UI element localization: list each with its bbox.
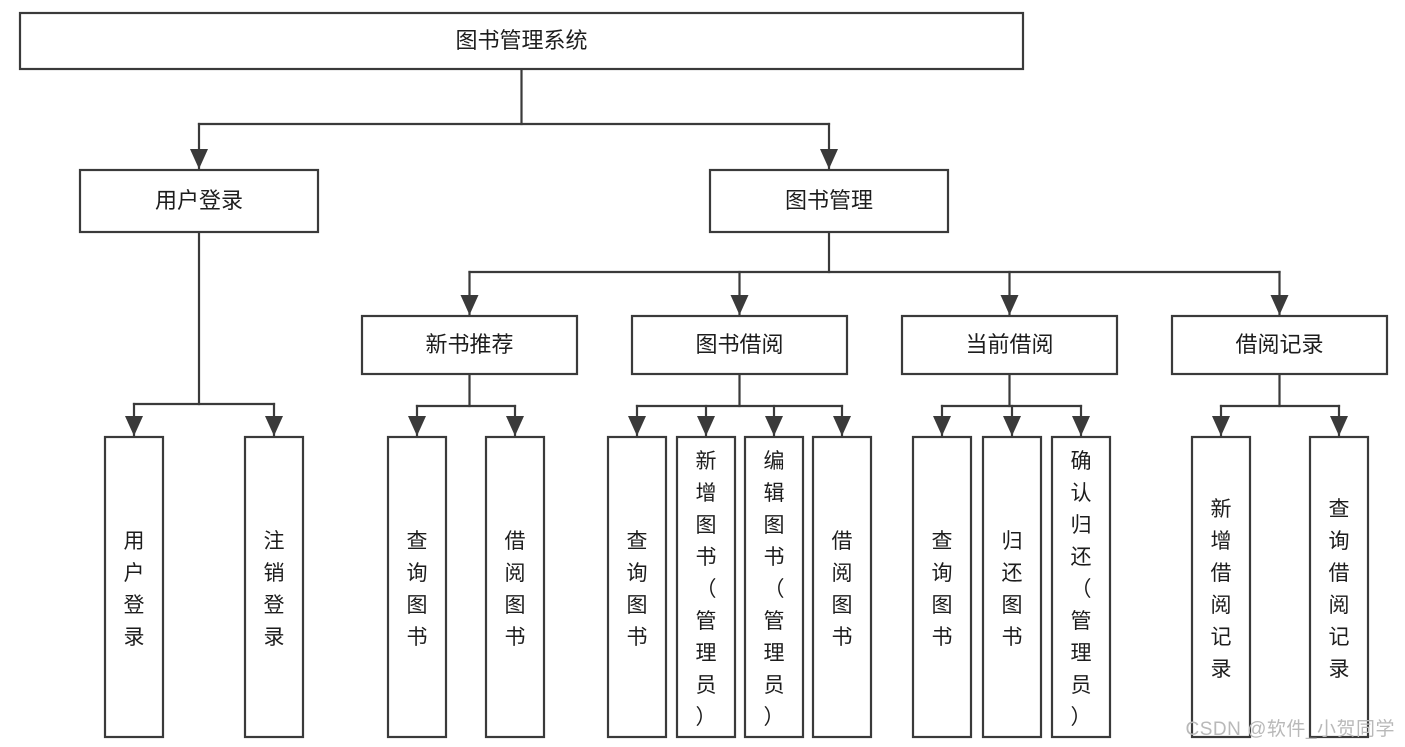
arrow-head-icon-leaf-user-logout	[265, 416, 283, 436]
node-leaf-user-login[interactable]: 用户登录	[103, 435, 165, 739]
node-current-borrow[interactable]: 当前借阅	[900, 314, 1119, 376]
node-box-leaf-query-book-recommend	[386, 435, 448, 739]
node-leaf-user-logout[interactable]: 注销登录	[243, 435, 305, 739]
node-box-current-borrow	[900, 314, 1119, 376]
node-box-leaf-query-book-current	[911, 435, 973, 739]
node-leaf-query-book-recommend[interactable]: 查询图书	[386, 435, 448, 739]
node-label-leaf-query-borrow-record: 查询借阅记录	[1329, 498, 1350, 681]
node-box-leaf-add-borrow-record	[1190, 435, 1252, 739]
node-label-current-borrow: 当前借阅	[965, 332, 1053, 357]
node-label-leaf-edit-book-admin: 编辑图书（管理员）	[764, 450, 785, 729]
node-box-leaf-borrow-book	[811, 435, 873, 739]
node-root[interactable]: 图书管理系统	[18, 11, 1025, 71]
node-leaf-borrow-book[interactable]: 借阅图书	[811, 435, 873, 739]
node-user-login[interactable]: 用户登录	[78, 168, 320, 234]
arrow-head-icon-new-book-recommend	[460, 295, 479, 315]
node-book-borrow[interactable]: 图书借阅	[630, 314, 849, 376]
node-label-borrow-record: 借阅记录	[1235, 332, 1323, 357]
node-label-leaf-borrow-book-recommend: 借阅图书	[505, 530, 526, 649]
node-leaf-query-book-current[interactable]: 查询图书	[911, 435, 973, 739]
node-label-leaf-query-book-current: 查询图书	[932, 530, 953, 649]
arrow-head-icon-leaf-borrow-book	[833, 416, 851, 436]
arrow-head-icon-leaf-user-login	[125, 416, 143, 436]
arrow-head-icon-leaf-add-book-admin	[697, 416, 715, 436]
node-box-leaf-return-book	[981, 435, 1043, 739]
node-leaf-borrow-book-recommend[interactable]: 借阅图书	[484, 435, 546, 739]
node-box-user-login	[78, 168, 320, 234]
node-box-leaf-add-book-admin	[675, 435, 737, 739]
arrow-head-icon-user-login	[190, 149, 208, 169]
node-label-leaf-add-book-admin: 新增图书（管理员）	[696, 450, 717, 729]
node-label-book-borrow: 图书借阅	[695, 332, 783, 357]
arrow-head-icon-leaf-query-book-current	[933, 416, 951, 436]
arrow-head-icon-leaf-query-book-recommend	[408, 416, 426, 436]
node-label-leaf-return-book: 归还图书	[1002, 530, 1023, 649]
node-box-leaf-query-borrow-record	[1308, 435, 1370, 739]
node-box-leaf-borrow-book-recommend	[484, 435, 546, 739]
node-label-leaf-user-logout: 注销登录	[264, 530, 285, 649]
node-new-book-recommend[interactable]: 新书推荐	[360, 314, 579, 376]
node-label-new-book-recommend: 新书推荐	[425, 332, 513, 357]
arrow-head-icon-leaf-edit-book-admin	[765, 416, 783, 436]
arrow-head-icon-book-manage	[820, 149, 838, 169]
arrow-head-icon-leaf-return-book	[1003, 416, 1021, 436]
node-label-user-login: 用户登录	[155, 188, 243, 213]
node-leaf-query-book-borrow[interactable]: 查询图书	[606, 435, 668, 739]
arrow-head-icon-leaf-query-book-borrow	[628, 416, 646, 436]
arrow-head-icon-leaf-add-borrow-record	[1212, 416, 1230, 436]
node-box-book-borrow	[630, 314, 849, 376]
node-box-leaf-user-login	[103, 435, 165, 739]
node-box-borrow-record	[1170, 314, 1389, 376]
arrow-head-icon-book-borrow	[730, 295, 749, 315]
node-label-leaf-user-login: 用户登录	[124, 530, 145, 649]
node-book-manage[interactable]: 图书管理	[708, 168, 950, 234]
node-leaf-add-book-admin[interactable]: 新增图书（管理员）	[675, 435, 737, 739]
node-borrow-record[interactable]: 借阅记录	[1170, 314, 1389, 376]
arrow-head-icon-leaf-query-borrow-record	[1330, 416, 1348, 436]
node-label-leaf-confirm-return-admin: 确认归还（管理员）	[1071, 450, 1092, 729]
node-box-new-book-recommend	[360, 314, 579, 376]
arrow-head-icon-borrow-record	[1270, 295, 1289, 315]
node-box-leaf-user-logout	[243, 435, 305, 739]
node-boxes-group: 图书管理系统用户登录图书管理新书推荐图书借阅当前借阅借阅记录用户登录注销登录查询…	[18, 11, 1389, 739]
node-label-leaf-borrow-book: 借阅图书	[832, 530, 853, 649]
node-box-leaf-query-book-borrow	[606, 435, 668, 739]
arrow-head-icon-leaf-confirm-return-admin	[1072, 416, 1090, 436]
arrow-head-icon-current-borrow	[1000, 295, 1019, 315]
node-leaf-add-borrow-record[interactable]: 新增借阅记录	[1190, 435, 1252, 739]
node-label-leaf-add-borrow-record: 新增借阅记录	[1211, 498, 1232, 681]
node-label-book-manage: 图书管理	[785, 188, 873, 213]
node-box-root	[18, 11, 1025, 71]
node-box-leaf-confirm-return-admin	[1050, 435, 1112, 739]
node-label-root: 图书管理系统	[455, 28, 587, 53]
node-label-leaf-query-book-borrow: 查询图书	[627, 530, 648, 649]
node-leaf-edit-book-admin[interactable]: 编辑图书（管理员）	[743, 435, 805, 739]
node-leaf-confirm-return-admin[interactable]: 确认归还（管理员）	[1050, 435, 1112, 739]
node-leaf-return-book[interactable]: 归还图书	[981, 435, 1043, 739]
arrow-head-icon-leaf-borrow-book-recommend	[506, 416, 524, 436]
node-label-leaf-query-book-recommend: 查询图书	[407, 530, 428, 649]
node-leaf-query-borrow-record[interactable]: 查询借阅记录	[1308, 435, 1370, 739]
node-box-book-manage	[708, 168, 950, 234]
connector-lines-group	[125, 67, 1348, 438]
node-box-leaf-edit-book-admin	[743, 435, 805, 739]
